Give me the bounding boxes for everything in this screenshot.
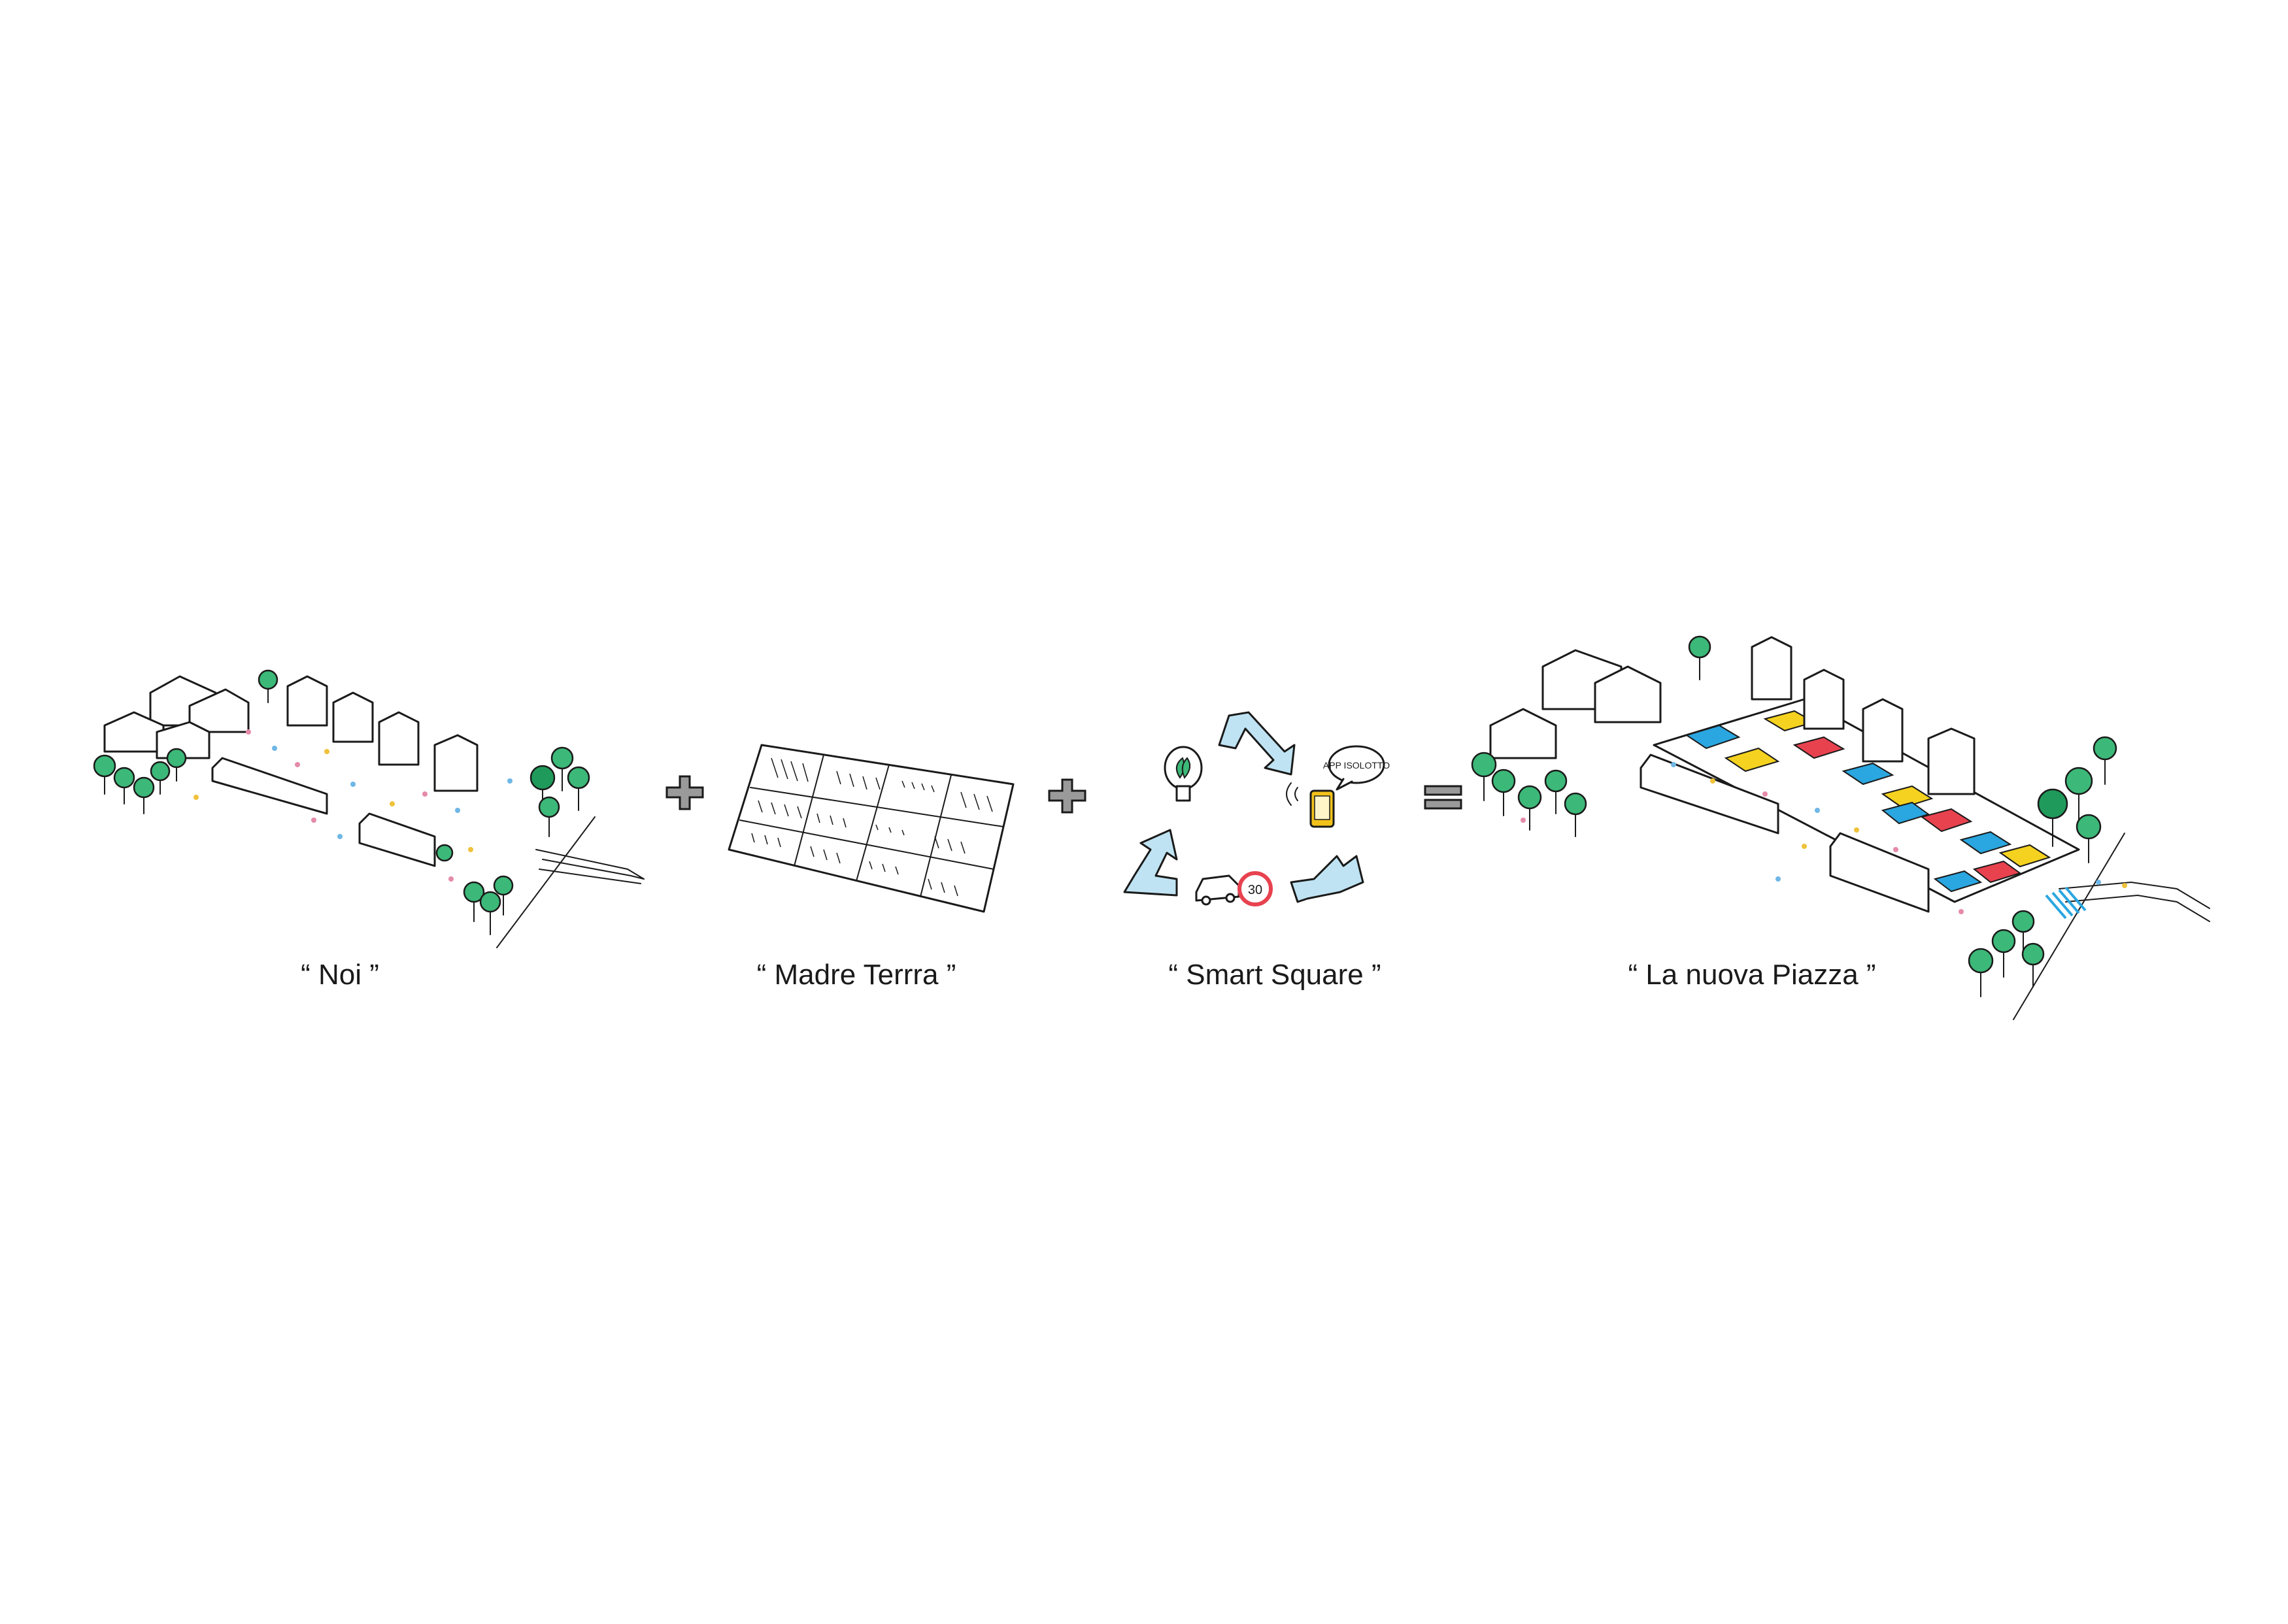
caption-noi: “ Noi ” (301, 959, 379, 991)
madre-terra-illustration (728, 744, 1015, 913)
speech-bubble: APP ISOLOTTO (1323, 745, 1390, 791)
noi-buildings-cluster (103, 675, 250, 759)
smartphone-icon (1286, 782, 1335, 828)
nuova-piazza-illustration (1471, 635, 2210, 1020)
noi-slab-buildings (211, 757, 436, 867)
cycle-arrow-right (1290, 855, 1364, 903)
speech-bubble-text: APP ISOLOTTO (1323, 760, 1390, 771)
piazza-buildings (1489, 636, 1976, 913)
piazza-people (1521, 762, 2127, 914)
cycle-arrow-top (1218, 711, 1296, 776)
caption-madre-terra: “ Madre Terrra ” (756, 959, 956, 991)
madre-terra-hatching (751, 757, 993, 897)
piazza-crosswalk (2045, 886, 2087, 920)
piazza-colored-tiles (1685, 710, 2051, 893)
noi-tower-blocks (286, 675, 479, 792)
noi-illustration (93, 669, 645, 948)
noi-trees (93, 669, 590, 935)
caption-nuova-piazza: “ La nuova Piazza ” (1628, 959, 1876, 991)
equals-operator (1424, 785, 1462, 810)
speed-limit-sign-icon: 30 (1237, 871, 1273, 906)
plus-operator-1 (665, 775, 704, 810)
plus-operator-2 (1048, 778, 1086, 814)
smart-square-illustration: APP ISOLOTTO 30 (1123, 711, 1390, 906)
noi-people (193, 729, 513, 882)
speed-limit-value: 30 (1248, 883, 1262, 897)
cycle-arrow-left (1123, 829, 1178, 897)
lightbulb-icon (1164, 746, 1203, 802)
caption-smart-square: “ Smart Square ” (1168, 959, 1381, 991)
piazza-trees (1471, 635, 2117, 997)
car-icon (1195, 874, 1240, 906)
